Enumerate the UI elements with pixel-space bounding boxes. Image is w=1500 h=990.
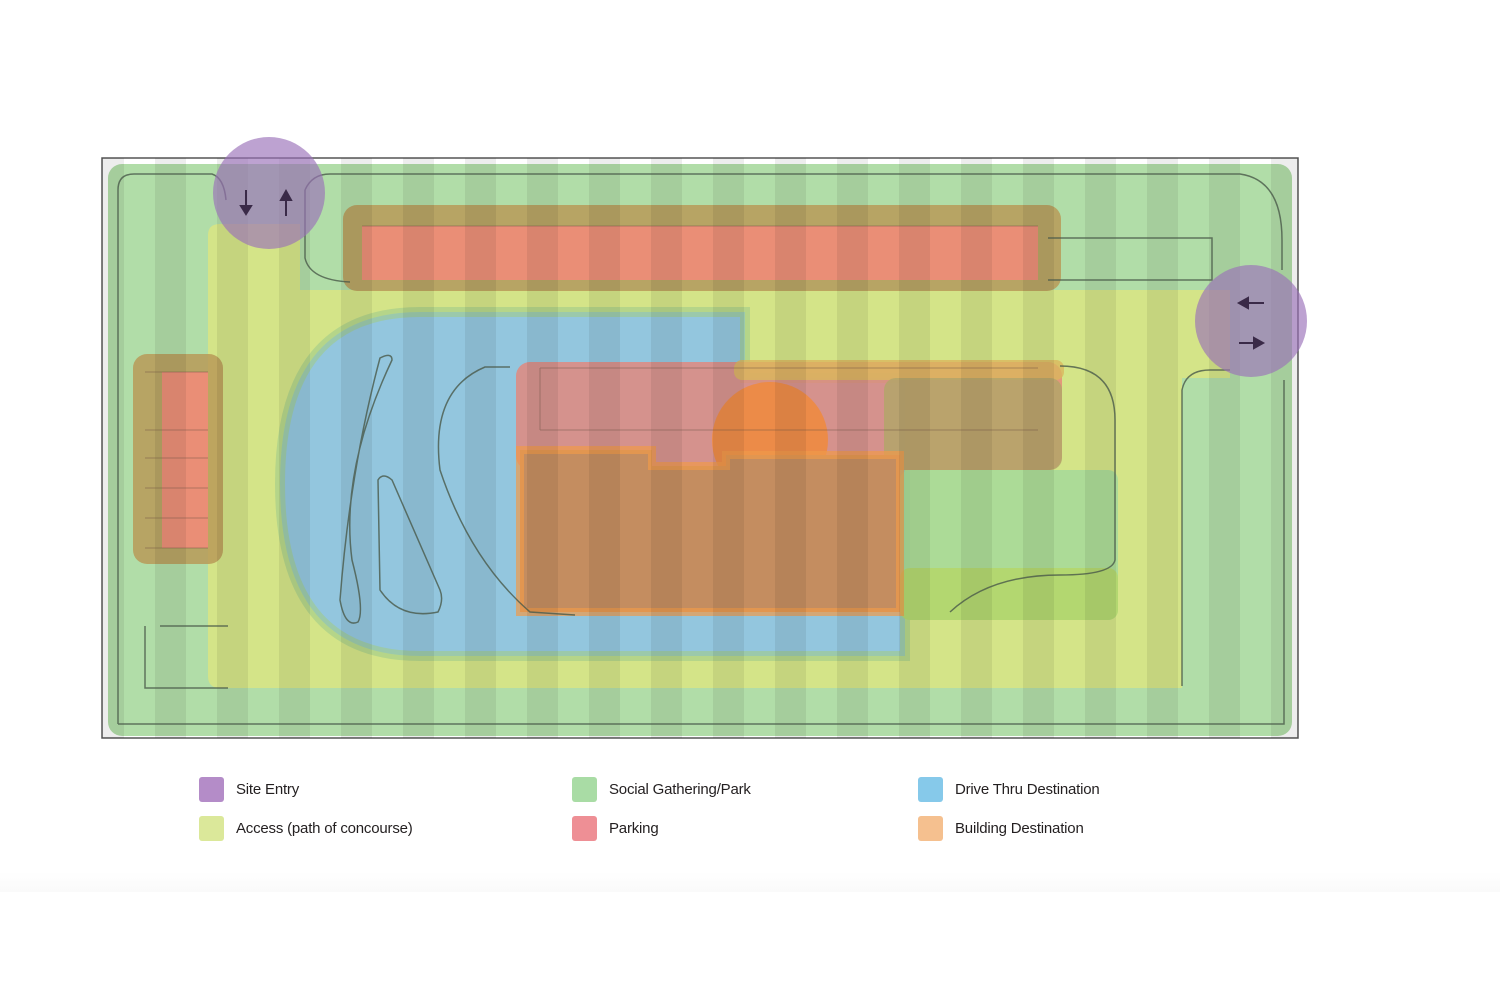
site-entry-north <box>213 137 325 249</box>
legend-swatch <box>199 776 224 802</box>
legend-swatch <box>572 815 597 841</box>
parking-stall-lines <box>145 225 1038 549</box>
legend-item-drive-thru: Drive Thru Destination <box>918 776 1100 802</box>
site-plan <box>101 137 1307 739</box>
legend: Site Entry Access (path of concourse) So… <box>0 770 1500 850</box>
legend-item-social: Social Gathering/Park <box>572 776 751 802</box>
site-entry-east <box>1195 265 1307 377</box>
stripe-overlay <box>102 158 1298 738</box>
legend-swatch <box>918 815 943 841</box>
legend-label: Parking <box>609 819 659 837</box>
legend-item-access: Access (path of concourse) <box>199 815 413 841</box>
arrow-left-icon <box>1236 296 1264 310</box>
legend-label: Social Gathering/Park <box>609 780 751 798</box>
legend-swatch <box>199 815 224 841</box>
legend-swatch <box>572 776 597 802</box>
legend-label: Building Destination <box>955 819 1084 837</box>
legend-swatch <box>918 776 943 802</box>
legend-label: Access (path of concourse) <box>236 819 413 837</box>
footer-band <box>0 872 1500 892</box>
legend-label: Site Entry <box>236 780 300 798</box>
arrow-down-icon <box>239 190 253 216</box>
arrow-up-icon <box>279 188 293 216</box>
legend-item-site-entry: Site Entry <box>199 776 299 802</box>
legend-item-building: Building Destination <box>918 815 1084 841</box>
legend-item-parking: Parking <box>572 815 659 841</box>
arrow-right-icon <box>1239 336 1266 350</box>
legend-label: Drive Thru Destination <box>955 780 1100 798</box>
